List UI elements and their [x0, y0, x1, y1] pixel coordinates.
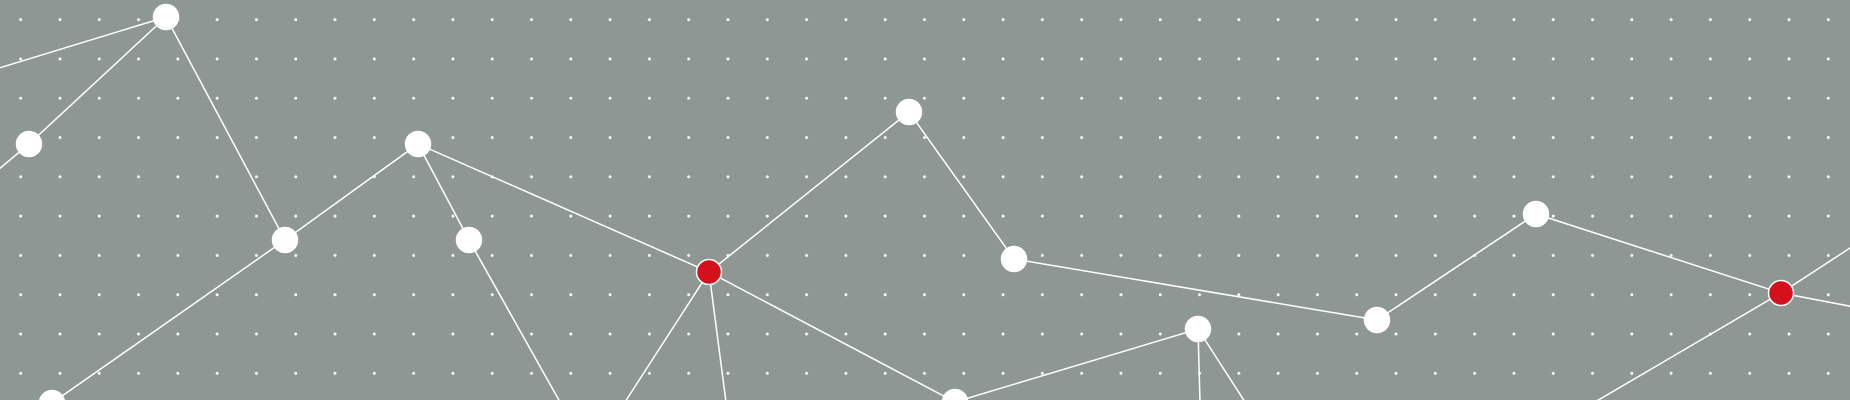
network-node [404, 130, 432, 158]
network-edge [1596, 292, 1782, 400]
network-edge [625, 271, 710, 400]
network-edge [417, 143, 710, 273]
node-layer [15, 3, 1795, 400]
network-node [895, 98, 923, 126]
network-edge [468, 239, 560, 400]
network-node-highlighted [695, 258, 723, 286]
network-edge [0, 16, 167, 69]
network-edge [1197, 328, 1245, 400]
network-node [1363, 306, 1391, 334]
network-node [271, 226, 299, 254]
network-edge [1780, 247, 1850, 294]
network-node [1184, 315, 1212, 343]
network-edge [1376, 213, 1537, 321]
network-edge [1780, 292, 1850, 307]
network-edge [708, 271, 953, 400]
network-node [455, 226, 483, 254]
network-node [1000, 245, 1028, 273]
network-node [1522, 200, 1550, 228]
network-edge [1535, 213, 1782, 294]
network-edge [708, 271, 727, 400]
network-edge [959, 328, 1199, 400]
network-edge [1013, 258, 1378, 321]
network-node [152, 3, 180, 31]
network-edge [54, 239, 286, 400]
network-edge [284, 143, 419, 241]
network-node [15, 130, 43, 158]
network-edge [165, 16, 286, 241]
network-edge [28, 16, 167, 145]
network-edge [908, 111, 1015, 260]
network-edge [417, 143, 470, 241]
edge-layer [0, 16, 1850, 400]
network-node-highlighted [1767, 279, 1795, 307]
network-node [39, 389, 65, 400]
network-node [941, 388, 969, 400]
network-edge [708, 111, 910, 273]
